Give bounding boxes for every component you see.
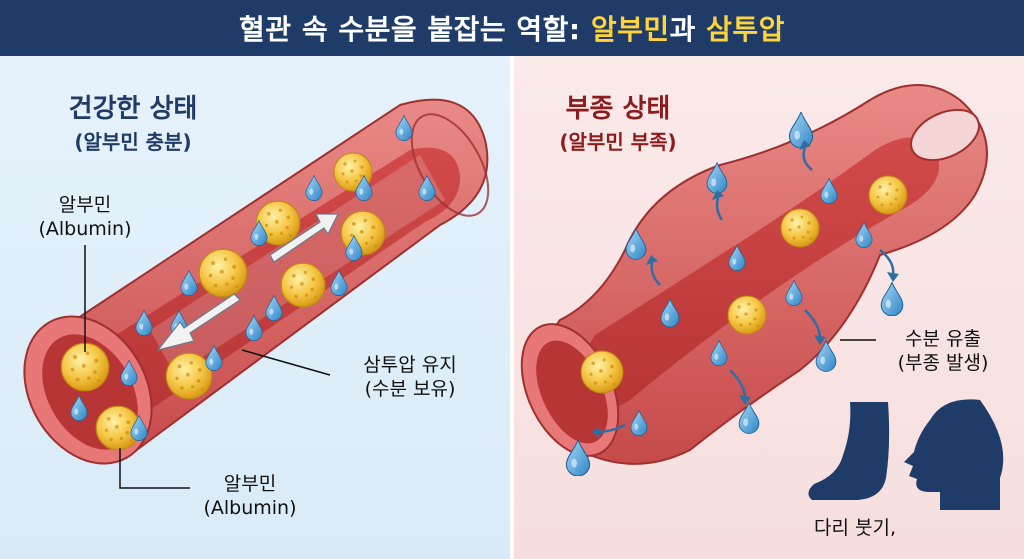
swelling-silhouettes [808, 399, 1004, 510]
healthy-subheading: (알부민 충분) [74, 130, 192, 154]
title-highlight-osmotic: 삼투압 [706, 13, 785, 46]
healthy-heading: 건강한 상태 [68, 94, 198, 124]
title-part-1: 혈관 속 수분을 붙잡는 역할: [239, 13, 591, 46]
title-part-2: 과 [669, 13, 707, 46]
healthy-vessel [23, 98, 490, 489]
healthy-leader-lines [84, 245, 331, 489]
title-bar: 혈관 속 수분을 붙잡는 역할: 알부민과 삼투압 [0, 0, 1024, 56]
puffy-face-icon [904, 399, 1004, 510]
albumin-label-top: 알부민 (Albumin) [38, 194, 132, 240]
edema-vessel [520, 84, 988, 476]
swelling-label: 다리 붓기, [814, 517, 896, 539]
swollen-leg-icon [808, 402, 890, 500]
edema-heading: 부종 상태 [565, 94, 671, 124]
albumin-label-bottom: 알부민 (Albumin) [203, 473, 297, 519]
flow-arrows [156, 213, 339, 352]
title-highlight-albumin: 알부민 [590, 13, 670, 46]
leak-arrowheads [592, 140, 899, 438]
leak-label: 수분 유출 (부종 발생) [897, 328, 989, 374]
edema-subheading: (알부민 부족) [559, 130, 677, 154]
page-title: 혈관 속 수분을 붙잡는 역할: 알부민과 삼투압 [239, 8, 785, 48]
osmotic-label: 삼투압 유지 (수분 보유) [363, 354, 457, 400]
panel-divider [510, 56, 514, 559]
leak-arrows [597, 147, 895, 434]
